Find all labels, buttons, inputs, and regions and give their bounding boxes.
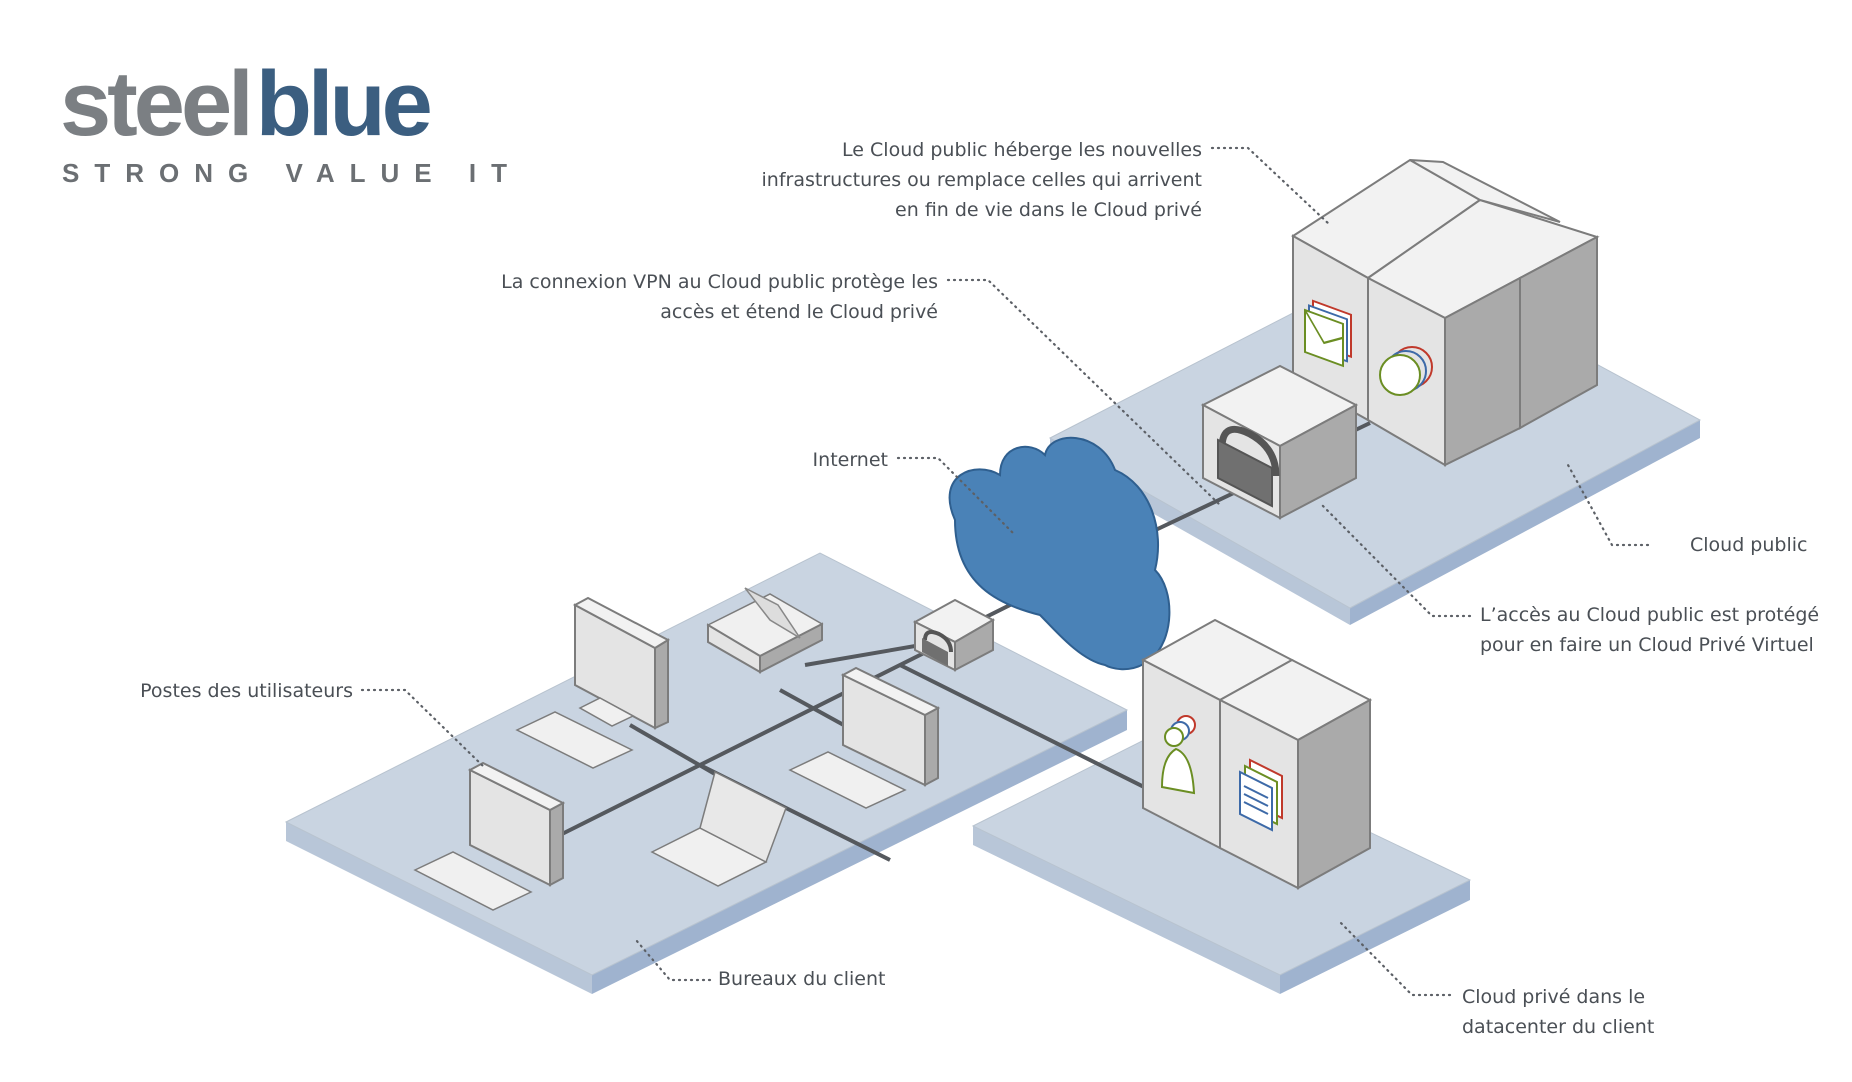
callout-line: infrastructures ou remplace celles qui a…	[761, 169, 1202, 191]
printer-icon	[706, 587, 824, 674]
leader-lines	[360, 146, 1650, 997]
callout-private-cloud: Cloud privé dans le datacenter du client	[1462, 982, 1654, 1042]
callout-vpn-connection: La connexion VPN au Cloud public protège…	[501, 267, 938, 327]
callout-line: Internet	[812, 449, 888, 471]
cloud-icon	[948, 436, 1171, 671]
envelope-icon	[1304, 299, 1352, 368]
keyboard-icon	[788, 751, 907, 809]
keyboard-icon	[413, 851, 533, 911]
callout-line: datacenter du client	[1462, 1016, 1655, 1038]
sync-arrows-icon	[1379, 346, 1433, 396]
callout-line: en fin de vie dans le Cloud privé	[895, 199, 1202, 221]
padlock-icon	[922, 630, 953, 666]
callout-public-cloud: Cloud public	[1690, 530, 1807, 560]
logo-word-steel: steel	[60, 53, 254, 155]
logo-tagline: STRONG VALUE IT	[62, 158, 522, 188]
callout-line: Le Cloud public héberge les nouvelles	[842, 139, 1202, 161]
callout-line: Cloud public	[1690, 534, 1808, 556]
client-offices-platform	[284, 552, 1129, 994]
callout-protected-access: L’accès au Cloud public est protégé pour…	[1480, 600, 1819, 660]
logo-word-blue: blue	[255, 53, 433, 155]
callout-line: L’accès au Cloud public est protégé	[1480, 604, 1820, 626]
keyboard-icon	[515, 711, 634, 769]
brand-logo: steelblue	[60, 58, 433, 150]
private-cloud-servers	[1140, 618, 1373, 890]
callout-line: accès et étend le Cloud privé	[660, 301, 938, 323]
callout-line: Bureaux du client	[718, 968, 886, 990]
callout-line: La connexion VPN au Cloud public protège…	[501, 271, 938, 293]
monitor-icon	[467, 761, 566, 887]
callout-user-workstations: Postes des utilisateurs	[140, 676, 353, 706]
vpn-lock-box	[1200, 364, 1359, 520]
callout-line: Cloud privé dans le	[1462, 986, 1646, 1008]
monitor-icon	[840, 666, 941, 787]
public-cloud-servers	[1291, 158, 1600, 467]
monitor-icon	[572, 596, 671, 730]
router-lock-box	[912, 598, 996, 672]
callout-public-cloud-hosting: Le Cloud public héberge les nouvelles in…	[762, 135, 1202, 225]
callout-internet: Internet	[813, 445, 888, 475]
users-icon	[1160, 715, 1196, 795]
callout-line: pour en faire un Cloud Privé Virtuel	[1480, 634, 1814, 656]
callout-client-offices: Bureaux du client	[718, 964, 885, 994]
laptop-icon	[650, 770, 787, 887]
padlock-icon	[1217, 425, 1280, 508]
callout-line: Postes des utilisateurs	[140, 680, 353, 702]
documents-icon	[1239, 758, 1283, 832]
